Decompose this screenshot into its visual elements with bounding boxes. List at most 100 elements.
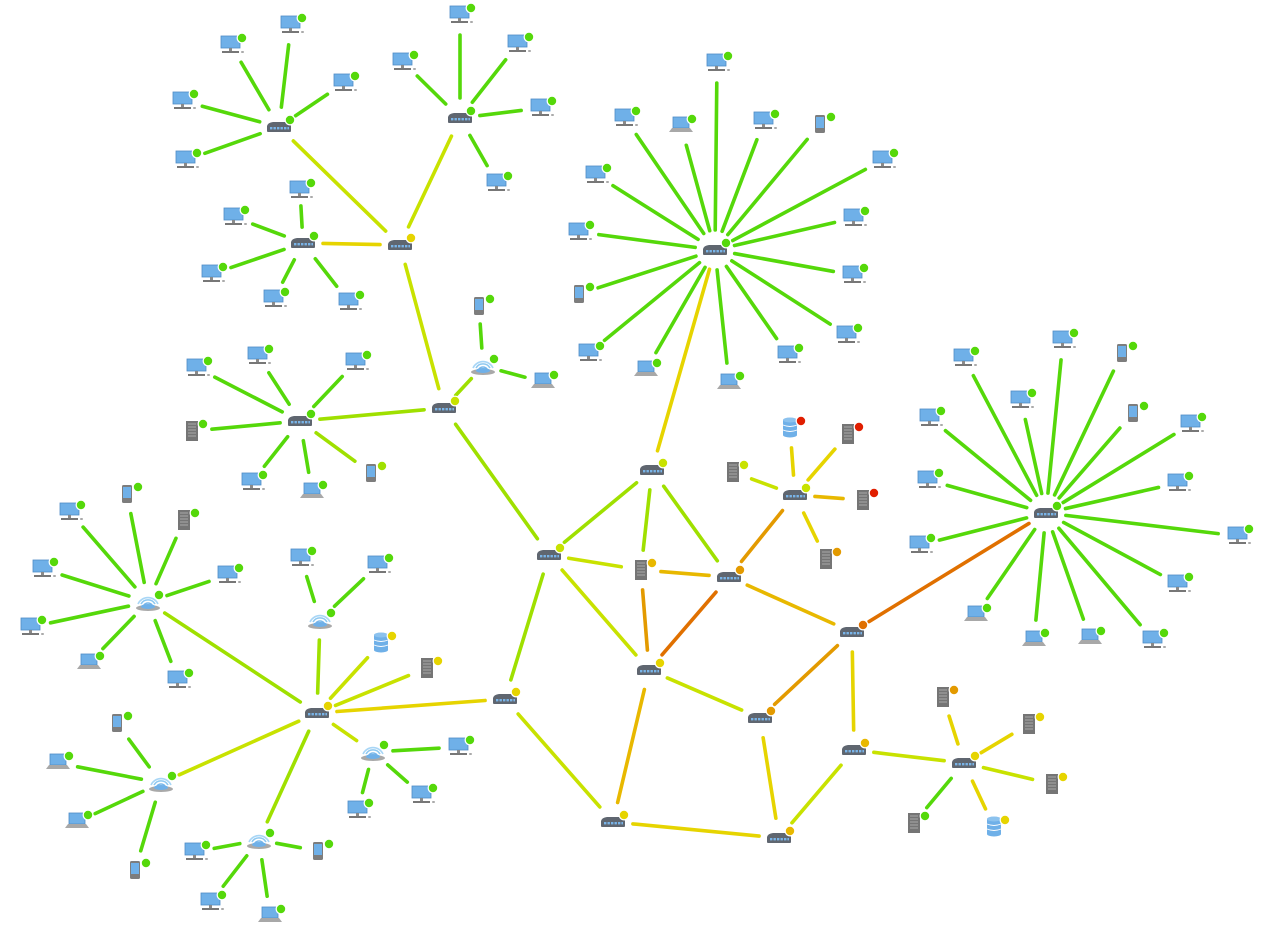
server-node-n1[interactable]	[634, 557, 658, 581]
phone-node[interactable]	[474, 293, 496, 315]
server-node[interactable]	[936, 684, 960, 708]
switch-node-s9[interactable]	[783, 482, 812, 500]
desktop-node[interactable]	[289, 177, 317, 199]
desktop-node[interactable]	[167, 667, 195, 689]
switch-node-s8[interactable]	[640, 457, 669, 475]
laptop-node[interactable]	[257, 903, 287, 923]
switch-node-s10[interactable]	[1034, 500, 1063, 518]
desktop-node[interactable]	[449, 2, 477, 24]
switch-node-s20[interactable]	[601, 809, 630, 827]
database-node[interactable]	[373, 630, 398, 653]
desktop-node[interactable]	[842, 262, 870, 284]
desktop-node[interactable]	[1010, 387, 1038, 409]
server-node[interactable]	[1045, 771, 1069, 795]
database-node[interactable]	[782, 415, 807, 438]
phone-node[interactable]	[366, 460, 388, 482]
server-node[interactable]	[856, 487, 880, 511]
desktop-node[interactable]	[568, 219, 596, 241]
phone-node[interactable]	[130, 857, 152, 879]
switch-node-s17[interactable]	[748, 705, 777, 723]
desktop-node[interactable]	[367, 552, 395, 574]
desktop-node[interactable]	[175, 147, 203, 169]
laptop-node[interactable]	[1021, 627, 1051, 647]
phone-node[interactable]	[313, 838, 335, 860]
desktop-node[interactable]	[201, 261, 229, 283]
switch-node-s2[interactable]	[448, 105, 477, 123]
desktop-node[interactable]	[172, 88, 200, 110]
desktop-node[interactable]	[217, 562, 245, 584]
desktop-node[interactable]	[20, 614, 48, 636]
wifi-node-ap6[interactable]	[246, 827, 276, 850]
desktop-node[interactable]	[184, 839, 212, 861]
desktop-node[interactable]	[917, 467, 945, 489]
switch-node-s4[interactable]	[291, 230, 320, 248]
switch-node-s11[interactable]	[537, 542, 566, 560]
desktop-node[interactable]	[578, 340, 606, 362]
server-node[interactable]	[177, 507, 201, 531]
server-node[interactable]	[819, 546, 843, 570]
desktop-node[interactable]	[448, 734, 476, 756]
phone-node[interactable]	[122, 481, 144, 503]
desktop-node[interactable]	[338, 289, 366, 311]
switch-node-s1[interactable]	[267, 114, 296, 132]
laptop-node[interactable]	[668, 113, 698, 133]
desktop-node[interactable]	[186, 355, 214, 377]
switch-node-s15[interactable]	[305, 700, 334, 718]
switch-node-s21[interactable]	[767, 825, 796, 843]
laptop-node[interactable]	[299, 479, 329, 499]
laptop-node[interactable]	[963, 602, 993, 622]
desktop-node[interactable]	[507, 31, 535, 53]
desktop-node[interactable]	[247, 343, 275, 365]
desktop-node[interactable]	[263, 286, 291, 308]
laptop-node[interactable]	[64, 809, 94, 829]
laptop-node[interactable]	[76, 650, 106, 670]
switch-node-s19[interactable]	[952, 750, 981, 768]
desktop-node[interactable]	[220, 32, 248, 54]
phone-node[interactable]	[574, 281, 596, 303]
desktop-node[interactable]	[872, 147, 900, 169]
desktop-node[interactable]	[909, 532, 937, 554]
desktop-node[interactable]	[32, 556, 60, 578]
desktop-node[interactable]	[59, 499, 87, 521]
server-node[interactable]	[726, 459, 750, 483]
laptop-node[interactable]	[1077, 625, 1107, 645]
desktop-node[interactable]	[953, 345, 981, 367]
phone-node[interactable]	[1117, 340, 1139, 362]
wifi-node-ap5[interactable]	[148, 770, 178, 793]
switch-node-s7[interactable]	[432, 395, 461, 413]
laptop-node[interactable]	[530, 369, 560, 389]
desktop-node[interactable]	[1167, 470, 1195, 492]
desktop-node[interactable]	[753, 108, 781, 130]
server-node[interactable]	[420, 655, 444, 679]
desktop-node[interactable]	[1052, 327, 1080, 349]
desktop-node[interactable]	[280, 12, 308, 34]
desktop-node[interactable]	[836, 322, 864, 344]
server-node[interactable]	[1022, 711, 1046, 735]
desktop-node[interactable]	[777, 342, 805, 364]
desktop-node[interactable]	[843, 205, 871, 227]
database-node[interactable]	[986, 814, 1011, 837]
phone-node[interactable]	[112, 710, 134, 732]
laptop-node[interactable]	[45, 750, 75, 770]
wifi-node-ap2[interactable]	[135, 589, 165, 612]
switch-node-s5[interactable]	[703, 237, 732, 255]
desktop-node[interactable]	[1167, 571, 1195, 593]
desktop-node[interactable]	[919, 405, 947, 427]
server-node[interactable]	[907, 810, 931, 834]
switch-node-s12[interactable]	[717, 564, 746, 582]
switch-node-s6[interactable]	[288, 408, 317, 426]
wifi-node-ap1[interactable]	[470, 353, 500, 376]
switch-node-s18[interactable]	[842, 737, 871, 755]
wifi-node-ap3[interactable]	[307, 607, 337, 630]
wifi-node-ap4[interactable]	[360, 739, 390, 762]
switch-node-s3[interactable]	[388, 232, 417, 250]
desktop-node[interactable]	[200, 889, 228, 911]
desktop-node[interactable]	[1142, 627, 1170, 649]
switch-node-s13[interactable]	[840, 619, 869, 637]
desktop-node[interactable]	[706, 50, 734, 72]
desktop-node[interactable]	[241, 469, 269, 491]
desktop-node[interactable]	[1180, 411, 1208, 433]
laptop-node[interactable]	[633, 357, 663, 377]
desktop-node[interactable]	[614, 105, 642, 127]
phone-node[interactable]	[1128, 400, 1150, 422]
